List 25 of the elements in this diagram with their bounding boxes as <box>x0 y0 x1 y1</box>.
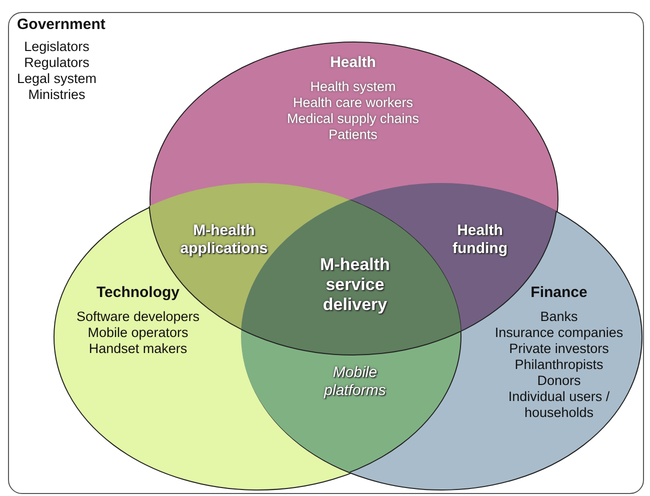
list-item: Individual users / households <box>507 389 611 421</box>
list-item: Insurance companies <box>494 325 624 341</box>
set-title: Government <box>17 17 106 33</box>
list-item: Health system <box>310 79 396 95</box>
set-title: Finance <box>530 285 588 301</box>
set-title: Health <box>330 55 376 71</box>
list-item: Ministries <box>28 87 86 103</box>
list-item: Legal system <box>17 71 97 87</box>
list-item: Handset makers <box>88 341 188 357</box>
list-item: Legislators <box>24 39 90 55</box>
region-label: Health funding <box>452 222 508 258</box>
list-item: Philanthropists <box>514 357 604 373</box>
set-title: Technology <box>96 285 180 301</box>
list-item: Regulators <box>24 55 90 71</box>
list-item: Banks <box>540 309 578 325</box>
list-item: Donors <box>537 373 581 389</box>
region-label: Mobile platforms <box>322 364 387 400</box>
region-label: M-health service delivery <box>319 255 391 315</box>
region-label: M-health applications <box>179 222 269 258</box>
list-item: Mobile operators <box>88 325 188 341</box>
list-item: Medical supply chains <box>286 111 420 127</box>
list-item: Health care workers <box>292 95 414 111</box>
list-item: Patients <box>328 127 378 143</box>
list-item: Software developers <box>76 309 200 325</box>
list-item: Private investors <box>509 341 609 357</box>
